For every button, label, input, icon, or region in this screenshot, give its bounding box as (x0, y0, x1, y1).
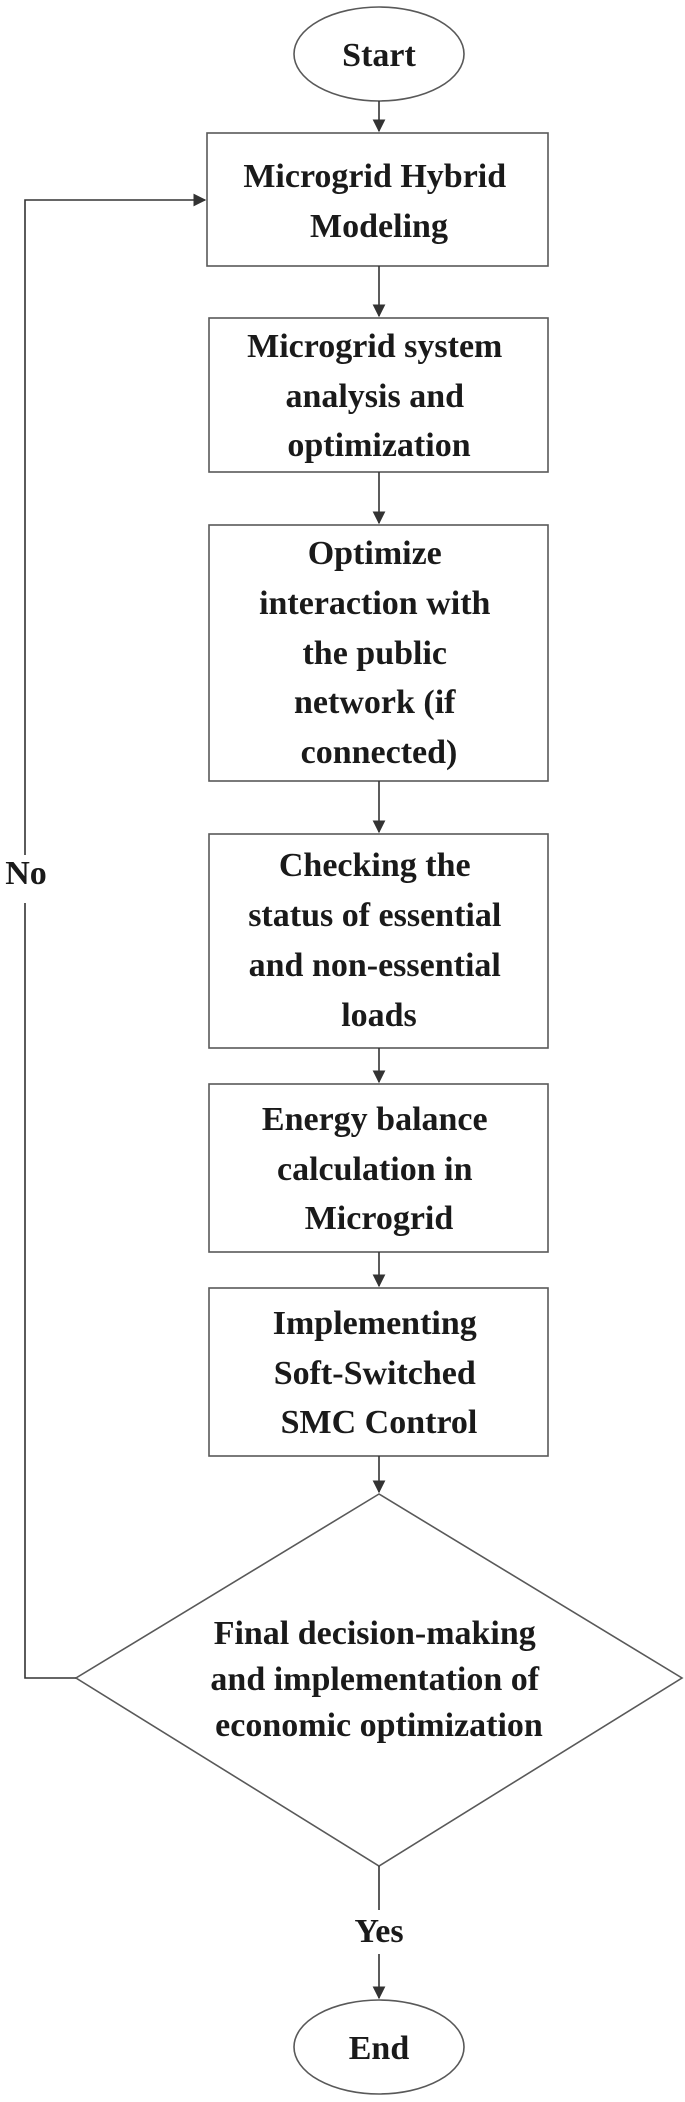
decision-economic-optimization: Final decision-making and implementation… (74, 1493, 684, 1867)
svg-text:Checking the status of e: Checking the status of essential and non… (248, 847, 510, 1034)
step-4-line-3: and non-essential (249, 947, 501, 984)
step-4-line-2: status of essential (248, 897, 501, 934)
svg-text:Microgrid system analysi: Microgrid system analysis and optimizati… (247, 328, 511, 464)
step-1-line-2: Modeling (310, 208, 448, 245)
step-2-line-3: optimization (287, 427, 470, 464)
svg-text:Implementing Soft-Switch: Implementing Soft-Switched SMC Control (273, 1305, 486, 1441)
yes-label: Yes (354, 1913, 403, 1950)
step-3-line-1: Optimize (308, 535, 442, 572)
step-3-line-3: the public (302, 635, 447, 672)
end-label: End (349, 2030, 410, 2067)
step-load-status: Checking the status of essential and non… (208, 833, 549, 1049)
step-energy-balance: Energy balance calculation in Microgrid (208, 1083, 549, 1253)
step-4-line-1: Checking the (279, 847, 471, 884)
step-5-line-1: Energy balance (262, 1101, 488, 1138)
step-5-line-2: calculation in (277, 1151, 473, 1188)
step-3-line-2: interaction with (259, 585, 490, 622)
svg-text:Optimize interaction wit: Optimize interaction with the public net… (259, 535, 499, 771)
step-3-line-5: connected) (301, 734, 458, 771)
step-3-line-4: network (if (294, 684, 456, 721)
end-terminal: End (293, 1999, 465, 2095)
svg-text:Energy balance calculati: Energy balance calculation in Microgrid (262, 1101, 496, 1237)
step-5-line-3: Microgrid (305, 1200, 454, 1237)
step-2-line-2: analysis and (285, 378, 464, 415)
step-microgrid-hybrid-modeling: Microgrid Hybrid Modeling (206, 132, 549, 267)
svg-text:Final decision-making an: Final decision-making and implementation… (210, 1615, 547, 1744)
start-terminal: Start (293, 6, 465, 102)
step-6-line-3: SMC Control (281, 1404, 478, 1441)
step-2-line-1: Microgrid system (247, 328, 502, 365)
no-label: No (5, 855, 47, 892)
step-6-line-1: Implementing (273, 1305, 477, 1342)
decision-line-2: and implementation of (210, 1661, 539, 1698)
svg-text:Microgrid Hybrid Modelin: Microgrid Hybrid Modeling (243, 158, 514, 245)
step-6-line-2: Soft-Switched (274, 1355, 476, 1392)
step-system-analysis: Microgrid system analysis and optimizati… (208, 317, 549, 473)
step-public-network: Optimize interaction with the public net… (208, 524, 549, 782)
decision-line-1: Final decision-making (214, 1615, 536, 1652)
connector-decision-no-loop-upper (24, 193, 207, 855)
decision-line-3: economic optimization (215, 1707, 543, 1744)
step-4-line-4: loads (341, 997, 417, 1034)
start-label: Start (342, 37, 416, 74)
step-1-line-1: Microgrid Hybrid (243, 158, 506, 195)
step-smc-control: Implementing Soft-Switched SMC Control (208, 1287, 549, 1457)
connector-decision-no-loop-lower (24, 903, 76, 1679)
